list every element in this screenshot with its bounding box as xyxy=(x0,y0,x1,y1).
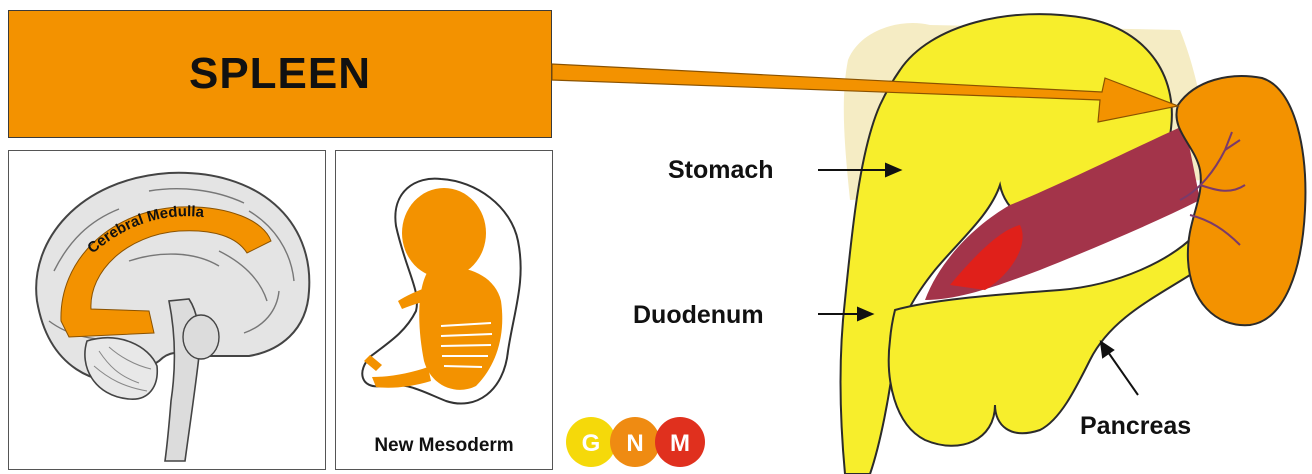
logo-circle-m xyxy=(655,417,705,467)
logo-letter-n: N xyxy=(626,430,643,457)
logo-letter-m: M xyxy=(670,430,690,457)
embryo-panel: New Mesoderm xyxy=(335,150,553,470)
page-title: SPLEEN xyxy=(189,49,371,99)
spleen-shape xyxy=(1176,76,1305,325)
embryo-illustration xyxy=(336,151,554,471)
pancreas-label: Pancreas xyxy=(1080,412,1191,440)
spleen-vessels xyxy=(1180,132,1245,245)
pancreas-shape xyxy=(889,235,1204,446)
embryo-caption: New Mesoderm xyxy=(336,435,552,457)
label-arrows xyxy=(818,164,1138,395)
logo-letter-g: G xyxy=(582,430,601,457)
logo-circle-n xyxy=(610,417,660,467)
gnm-logo: G N M xyxy=(566,417,705,467)
stomach-label: Stomach xyxy=(668,156,774,184)
logo-circle-g xyxy=(566,417,616,467)
red-vessel xyxy=(950,225,1023,290)
brain-illustration: Cerebral Medulla xyxy=(9,151,327,471)
vessel-region xyxy=(925,125,1200,300)
brain-panel: Cerebral Medulla xyxy=(8,150,326,470)
stomach-shape xyxy=(840,14,1171,474)
duodenum-label: Duodenum xyxy=(633,301,764,329)
fat-tissue xyxy=(844,23,1206,200)
spleen-pointer-arrow xyxy=(552,64,1178,122)
title-banner: SPLEEN xyxy=(8,10,552,138)
